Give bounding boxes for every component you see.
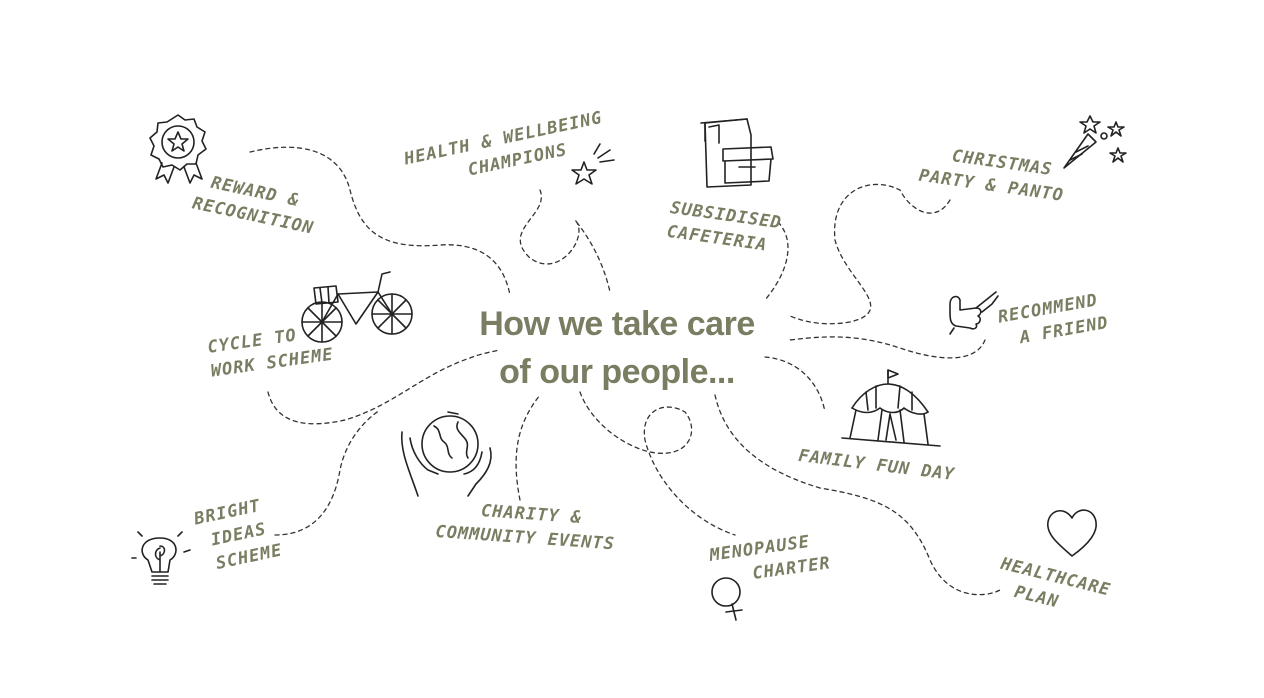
lightbulb-icon (131, 531, 191, 585)
title-line-2: of our people... (499, 353, 735, 391)
party-popper-icon (1063, 115, 1127, 169)
star-icon (571, 143, 615, 185)
circus-tent-icon (841, 369, 941, 447)
lunchbox-icon (700, 118, 774, 188)
bicycle-icon (301, 271, 413, 343)
hands-globe-icon (400, 411, 492, 497)
heart-icon (1047, 509, 1097, 557)
rosette-award-icon (149, 114, 207, 184)
thumbs-up-icon (949, 291, 999, 335)
title-line-1: How we take care (479, 305, 755, 343)
connector-lines (249, 146, 1001, 596)
page-title: How we take care of our people... (432, 300, 802, 396)
female-symbol-icon (711, 577, 743, 621)
